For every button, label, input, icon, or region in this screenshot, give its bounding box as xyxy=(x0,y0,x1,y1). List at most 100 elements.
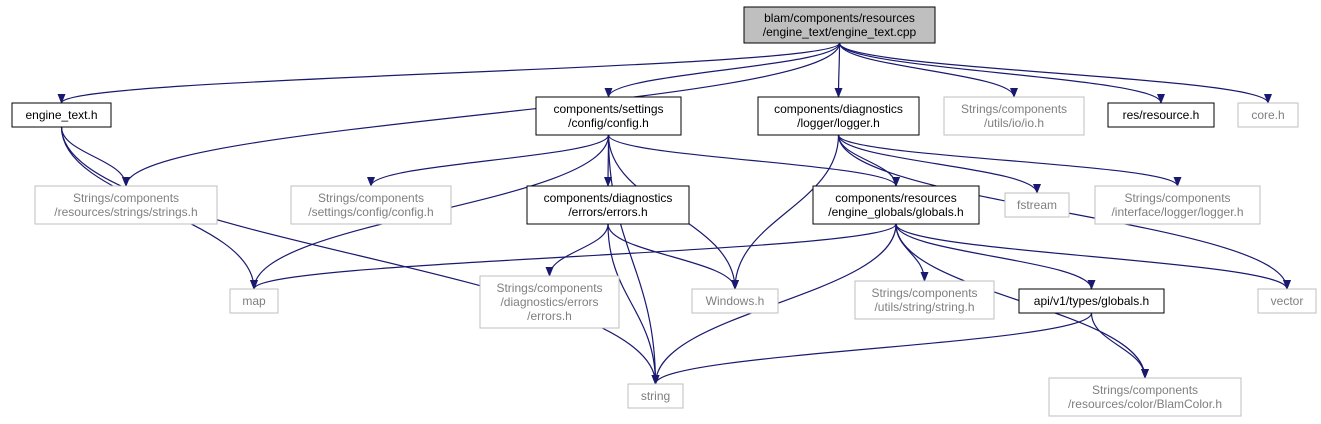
edge-root-to-io_h xyxy=(838,42,1018,98)
edge-engine_text_h-to-strings_h xyxy=(60,126,130,187)
edge-errors_h-to-windows_h xyxy=(607,223,739,290)
node-blamcolor-h: Strings/components/resources/color/BlamC… xyxy=(1048,377,1242,417)
node-label-line: /errors.h xyxy=(527,309,572,323)
node-box xyxy=(34,185,218,225)
node-str-logger-h: Strings/components/interface/logger/logg… xyxy=(1094,185,1261,225)
node-label-line: /utils/io/io.h xyxy=(984,116,1044,130)
node-label-line: Strings/components xyxy=(496,281,602,295)
node-errors-h[interactable]: components/diagnostics/errors/errors.h xyxy=(526,185,690,225)
node-globals-h[interactable]: components/resources/engine_globals/glob… xyxy=(812,185,980,225)
node-label-line: Strings/components xyxy=(871,286,977,300)
node-box xyxy=(229,288,279,314)
node-windows-h: Windows.h xyxy=(691,288,779,314)
node-label-line: /resources/color/BlamColor.h xyxy=(1068,397,1222,411)
edge-logger_h-to-globals_h xyxy=(837,134,900,187)
node-vector: vector xyxy=(1257,288,1317,314)
node-label-line: components/resources xyxy=(835,191,956,205)
edge-logger_h-to-windows_h xyxy=(731,134,840,290)
node-strings-h: Strings/components/resources/strings/str… xyxy=(34,185,218,225)
edge-root-to-resource_h xyxy=(838,42,1165,104)
edge-api_globals_h-to-string xyxy=(651,312,1093,385)
edge-logger_h-to-str_logger_h xyxy=(837,134,1182,187)
node-label-line: vector xyxy=(1271,294,1304,308)
node-label-line: core.h xyxy=(1251,108,1284,122)
node-str-errors-h: Strings/components/diagnostics/errors/er… xyxy=(479,275,620,329)
edge-root-to-logger_h xyxy=(834,42,843,98)
node-box xyxy=(1094,185,1261,225)
node-label-line: map xyxy=(242,294,266,308)
nodes-layer: blam/components/resources/engine_text/en… xyxy=(11,6,1317,417)
node-str-config-h: Strings/components/settings/config/confi… xyxy=(290,185,452,225)
edge-root-to-engine_text_h xyxy=(57,42,841,104)
node-box xyxy=(1257,288,1317,314)
node-box xyxy=(627,383,684,409)
node-label-line: /resources/strings/strings.h xyxy=(54,205,197,219)
node-string-h: Strings/components/utils/string/string.h xyxy=(854,280,995,320)
node-root[interactable]: blam/components/resources/engine_text/en… xyxy=(743,6,936,44)
node-label-line: Strings/components xyxy=(73,191,179,205)
node-box xyxy=(1004,192,1070,218)
edge-engine_text_h-to-string xyxy=(60,126,660,385)
edge-globals_h-to-map xyxy=(250,223,897,290)
node-label-line: /logger/logger.h xyxy=(797,116,880,130)
node-box xyxy=(11,102,112,128)
node-label-line: /engine_text/engine_text.cpp xyxy=(763,25,917,39)
node-label-line: components/diagnostics xyxy=(774,102,903,116)
node-io-h: Strings/components/utils/io/io.h xyxy=(943,96,1085,136)
edge-root-to-config_h xyxy=(604,42,841,98)
node-logger-h[interactable]: components/diagnostics/logger/logger.h xyxy=(757,96,920,136)
node-string: string xyxy=(627,383,684,409)
node-box xyxy=(943,96,1085,136)
node-label-line: api/v1/types/globals.h xyxy=(1034,294,1149,308)
node-resource-h[interactable]: res/resource.h xyxy=(1107,102,1215,128)
node-box xyxy=(526,185,690,225)
node-label-line: /errors/errors.h xyxy=(568,205,647,219)
node-label-line: fstream xyxy=(1017,198,1057,212)
node-label-line: /interface/logger/logger.h xyxy=(1111,205,1243,219)
node-label-line: Strings/components xyxy=(1124,191,1230,205)
edge-config_h-to-string xyxy=(607,134,660,385)
node-label-line: blam/components/resources xyxy=(764,11,915,25)
node-fstream: fstream xyxy=(1004,192,1070,218)
node-box xyxy=(1048,377,1242,417)
node-label-line: Strings/components xyxy=(1092,383,1198,397)
node-label-line: Strings/components xyxy=(961,102,1067,116)
node-map: map xyxy=(229,288,279,314)
node-label-line: components/diagnostics xyxy=(544,191,673,205)
edge-root-to-strings_h xyxy=(122,42,841,187)
edge-root-to-core_h xyxy=(838,42,1272,104)
node-box xyxy=(535,96,682,136)
node-label-line: res/resource.h xyxy=(1123,108,1200,122)
node-label-line: /settings/config/config.h xyxy=(308,205,433,219)
node-box xyxy=(290,185,452,225)
node-box xyxy=(1237,102,1299,128)
node-box xyxy=(757,96,920,136)
node-core-h: core.h xyxy=(1237,102,1299,128)
node-box xyxy=(1018,288,1165,314)
node-label-line: Strings/components xyxy=(318,191,424,205)
node-label-line: Windows.h xyxy=(706,294,765,308)
node-engine-text-h[interactable]: engine_text.h xyxy=(11,102,112,128)
node-label-line: components/settings xyxy=(553,102,663,116)
node-box xyxy=(691,288,779,314)
node-box xyxy=(743,6,936,44)
node-box xyxy=(1107,102,1215,128)
edge-globals_h-to-vector xyxy=(895,223,1291,290)
node-label-line: /diagnostics/errors xyxy=(500,295,598,309)
edge-globals_h-to-api_globals_h xyxy=(895,223,1096,290)
node-label-line: /engine_globals/globals.h xyxy=(828,205,963,219)
edge-errors_h-to-string xyxy=(607,223,660,385)
node-box xyxy=(812,185,980,225)
edge-config_h-to-str_config_h xyxy=(367,134,610,187)
node-box xyxy=(854,280,995,320)
node-label-line: /utils/string/string.h xyxy=(874,300,974,314)
edge-errors_h-to-str_errors_h xyxy=(545,223,609,277)
node-box xyxy=(479,275,620,329)
edge-logger_h-to-fstream xyxy=(837,134,1041,194)
node-label-line: /config/config.h xyxy=(568,116,649,130)
edge-api_globals_h-to-blamcolor_h xyxy=(1090,312,1149,379)
node-config-h[interactable]: components/settings/config/config.h xyxy=(535,96,682,136)
node-api-globals-h[interactable]: api/v1/types/globals.h xyxy=(1018,288,1165,314)
edge-globals_h-to-string_h xyxy=(895,223,929,282)
